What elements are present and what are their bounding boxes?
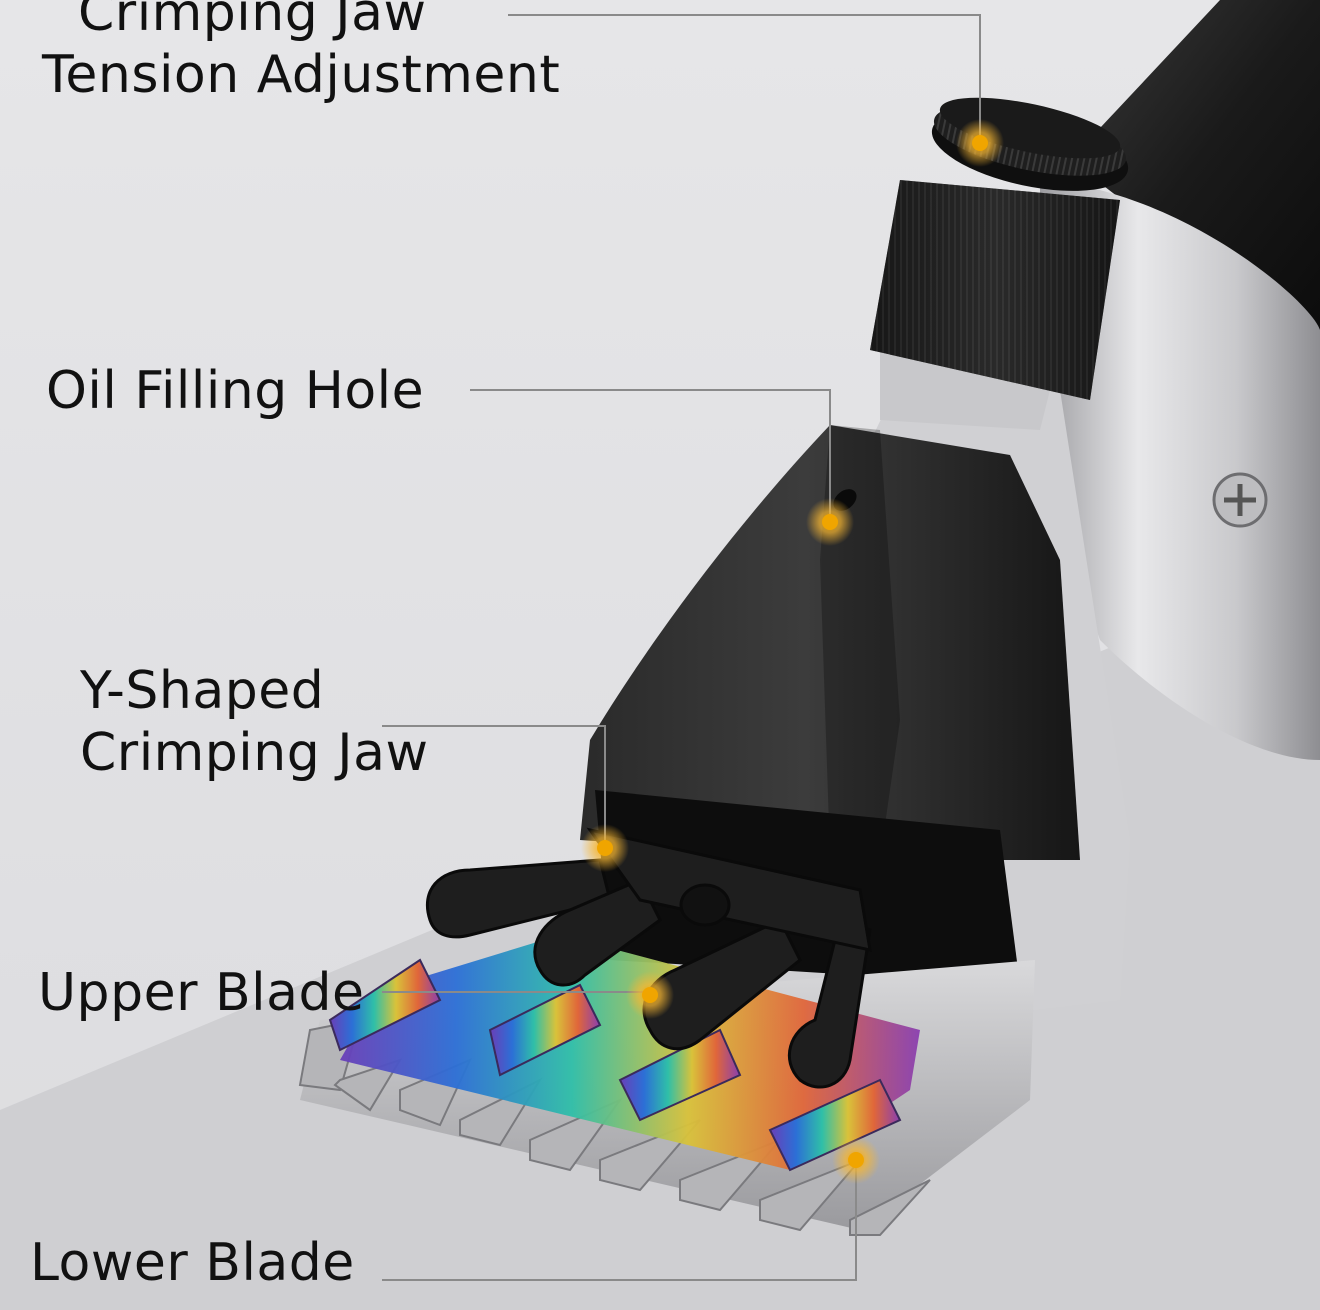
label-oil-line-1: Oil Filling Hole: [46, 361, 425, 421]
marker-upper-blade: [626, 971, 674, 1019]
clipper-handle: [1070, 0, 1320, 330]
label-upper-line-1: Upper Blade: [38, 963, 365, 1023]
marker-tension: [956, 119, 1004, 167]
screw-icon: [1212, 472, 1268, 528]
label-tension-line-1: Crimping Jaw: [78, 0, 427, 43]
label-tension-line-2: Tension Adjustment: [42, 45, 561, 105]
label-tension-adjustment: Crimping Jaw Tension Adjustment: [42, 0, 560, 106]
upper-blade: [328, 935, 920, 1172]
marker-oil: [806, 498, 854, 546]
tension-knob: [870, 97, 1129, 400]
y-shaped-crimping-jaw: [425, 827, 872, 1089]
leader-lines: [382, 14, 981, 1281]
label-oil-filling-hole: Oil Filling Hole: [46, 360, 424, 422]
marker-lower-blade: [832, 1136, 880, 1184]
black-hood: [580, 425, 1080, 860]
label-lower-blade: Lower Blade: [30, 1232, 355, 1294]
metal-housing: [1040, 180, 1320, 760]
label-y-shaped-crimping-jaw: Y-Shaped Crimping Jaw: [80, 660, 428, 784]
label-upper-blade: Upper Blade: [38, 962, 364, 1024]
label-jaw-line-1: Y-Shaped: [80, 661, 325, 721]
label-jaw-line-2: Crimping Jaw: [80, 723, 429, 783]
marker-jaw: [581, 824, 629, 872]
label-lower-line-1: Lower Blade: [30, 1233, 355, 1293]
